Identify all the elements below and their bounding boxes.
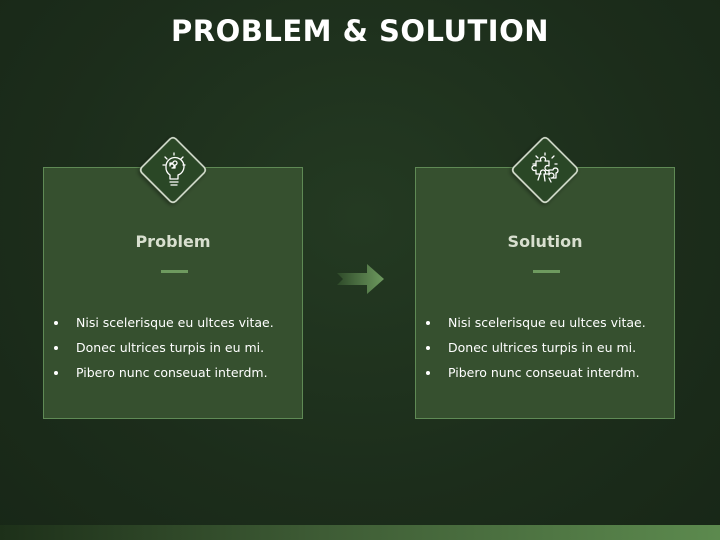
solution-title-underline (533, 270, 560, 273)
list-item: Pibero nunc conseuat interdm. (44, 363, 274, 388)
problem-bullet-list: Nisi scelerisque eu ultces vitae. Donec … (44, 313, 274, 388)
problem-icon-badge (130, 129, 216, 211)
list-item: Pibero nunc conseuat interdm. (416, 363, 646, 388)
bullet-dot (426, 346, 430, 350)
list-item: Nisi scelerisque eu ultces vitae. (416, 313, 646, 338)
problem-card: Problem Nisi scelerisque eu ultces vitae… (43, 167, 303, 419)
bullet-text: Donec ultrices turpis in eu mi. (76, 340, 265, 355)
solution-bullet-list: Nisi scelerisque eu ultces vitae. Donec … (416, 313, 646, 388)
lightbulb-puzzle-icon (139, 136, 207, 204)
bullet-text: Nisi scelerisque eu ultces vitae. (76, 315, 274, 330)
bullet-text: Donec ultrices turpis in eu mi. (448, 340, 637, 355)
bullet-dot (426, 371, 430, 375)
solution-card: Solution Nisi scelerisque eu ultces vita… (415, 167, 675, 419)
bullet-dot (54, 346, 58, 350)
solution-card-title: Solution (507, 232, 583, 251)
list-item: Donec ultrices turpis in eu mi. (416, 338, 646, 363)
solution-icon-badge (502, 129, 588, 211)
slide-title: PROBLEM & SOLUTION (171, 14, 549, 48)
problem-card-title: Problem (135, 232, 211, 251)
bullet-dot (54, 371, 58, 375)
bullet-text: Pibero nunc conseuat interdm. (448, 365, 640, 380)
puzzle-pieces-icon (511, 136, 579, 204)
bullet-dot (54, 321, 58, 325)
arrow-right-icon (337, 264, 384, 294)
bullet-text: Nisi scelerisque eu ultces vitae. (448, 315, 646, 330)
bullet-dot (426, 321, 430, 325)
bottom-accent-bar (0, 525, 720, 540)
bullet-text: Pibero nunc conseuat interdm. (76, 365, 268, 380)
problem-title-underline (161, 270, 188, 273)
list-item: Donec ultrices turpis in eu mi. (44, 338, 274, 363)
list-item: Nisi scelerisque eu ultces vitae. (44, 313, 274, 338)
